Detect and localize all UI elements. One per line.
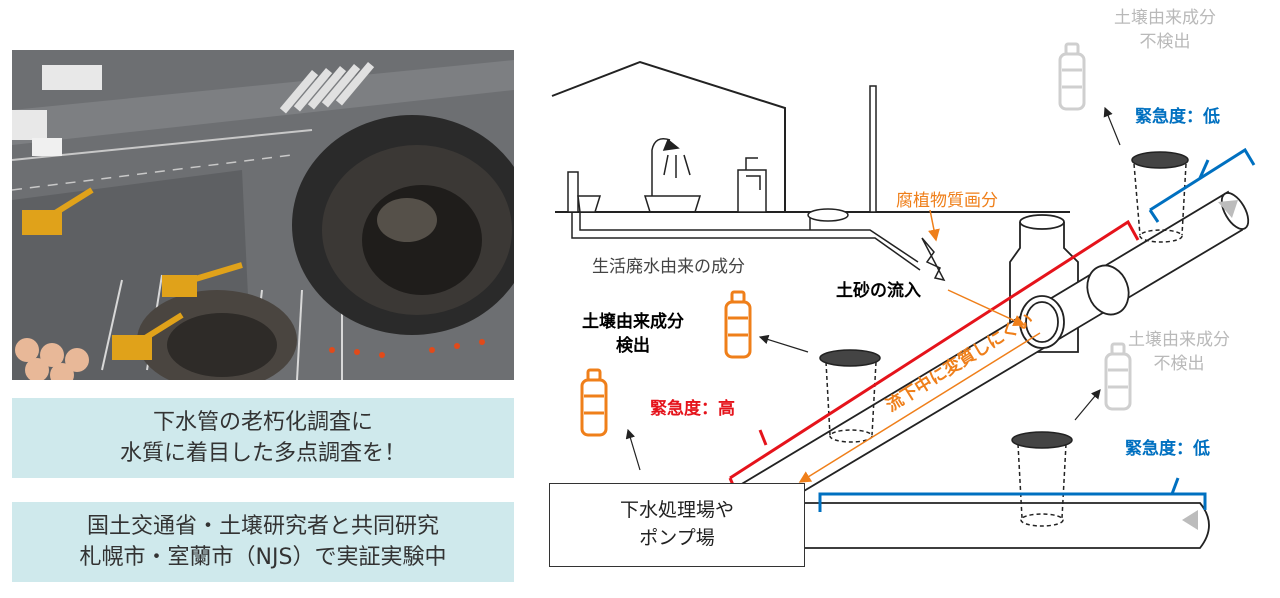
treatment-plant-box: 下水処理場や ポンプ場 — [549, 483, 805, 567]
not-detected-top-line-2: 不検出 — [1139, 32, 1191, 52]
manhole-top-right — [1131, 151, 1189, 243]
low-urgency-bracket-bottom — [818, 492, 1207, 512]
urgency-low-top-label: 緊急度：低 — [1135, 107, 1220, 127]
bathtub-shower-icon — [643, 138, 702, 213]
urgency-low-bottom-label: 緊急度：低 — [1125, 439, 1210, 459]
soil-detected-line-1: 土壌由来成分 — [582, 312, 684, 332]
not-detected-top-line-1: 土壌由来成分 — [1114, 8, 1216, 28]
not-detected-top-label: 土壌由来成分 不検出 — [1114, 6, 1216, 54]
bottle-gray-middle — [1104, 342, 1132, 411]
callout-joint-research: 国土交通省・土壌研究者と共同研究 札幌市・室蘭市（NJS）で実証実験中 — [12, 502, 514, 582]
lower-sewer-pipe — [798, 502, 1210, 549]
sewer-diagram — [551, 42, 1256, 549]
vent-pipe — [869, 85, 877, 213]
high-urgency-bracket — [729, 219, 1140, 480]
callout-2-line-2: 札幌市・室蘭市（NJS）で実証実験中 — [79, 545, 447, 570]
humic-substances-label: 腐植物質画分 — [896, 191, 998, 211]
flow-arrow-lower — [1182, 510, 1198, 530]
urgency-high-label: 緊急度：高 — [650, 399, 735, 419]
plant-line-2: ポンプ場 — [639, 527, 715, 549]
callout-2-line-1: 国土交通省・土壌研究者と共同研究 — [86, 514, 439, 539]
domestic-wastewater-label: 生活廃水由来の成分 — [592, 257, 745, 277]
manhole-lower-right — [1011, 431, 1073, 527]
flow-arrow-upper — [1218, 200, 1238, 218]
sinkhole-photo — [12, 50, 514, 380]
pipe-crack — [921, 237, 946, 282]
callout-water-quality: 下水管の老朽化調査に 水質に着目した多点調査を！ — [12, 398, 514, 478]
flow-distance-line — [798, 332, 1041, 483]
bottle-gray-top — [1058, 42, 1086, 111]
soil-detected-label: 土壌由来成分 検出 — [582, 310, 684, 358]
not-detected-middle-label: 土壌由来成分 不検出 — [1128, 328, 1230, 376]
upper-sewer-pipe — [713, 190, 1250, 537]
soil-inflow-label: 土砂の流入 — [836, 281, 921, 301]
manhole-middle — [819, 349, 881, 443]
plant-line-1: 下水処理場や — [619, 499, 734, 521]
sink-icon — [737, 157, 767, 213]
callout-1-line-2: 水質に着目した多点調査を！ — [119, 441, 406, 466]
bottle-orange-plant — [580, 368, 608, 437]
soil-detected-line-2: 検出 — [616, 336, 650, 356]
toilet-icon — [567, 171, 602, 213]
not-detected-mid-line-2: 不検出 — [1153, 354, 1205, 374]
callout-1-line-1: 下水管の老朽化調査に — [152, 410, 373, 435]
low-urgency-bracket-top — [1149, 147, 1256, 212]
bottle-orange-detected — [724, 290, 752, 359]
not-detected-mid-line-1: 土壌由来成分 — [1128, 330, 1230, 350]
